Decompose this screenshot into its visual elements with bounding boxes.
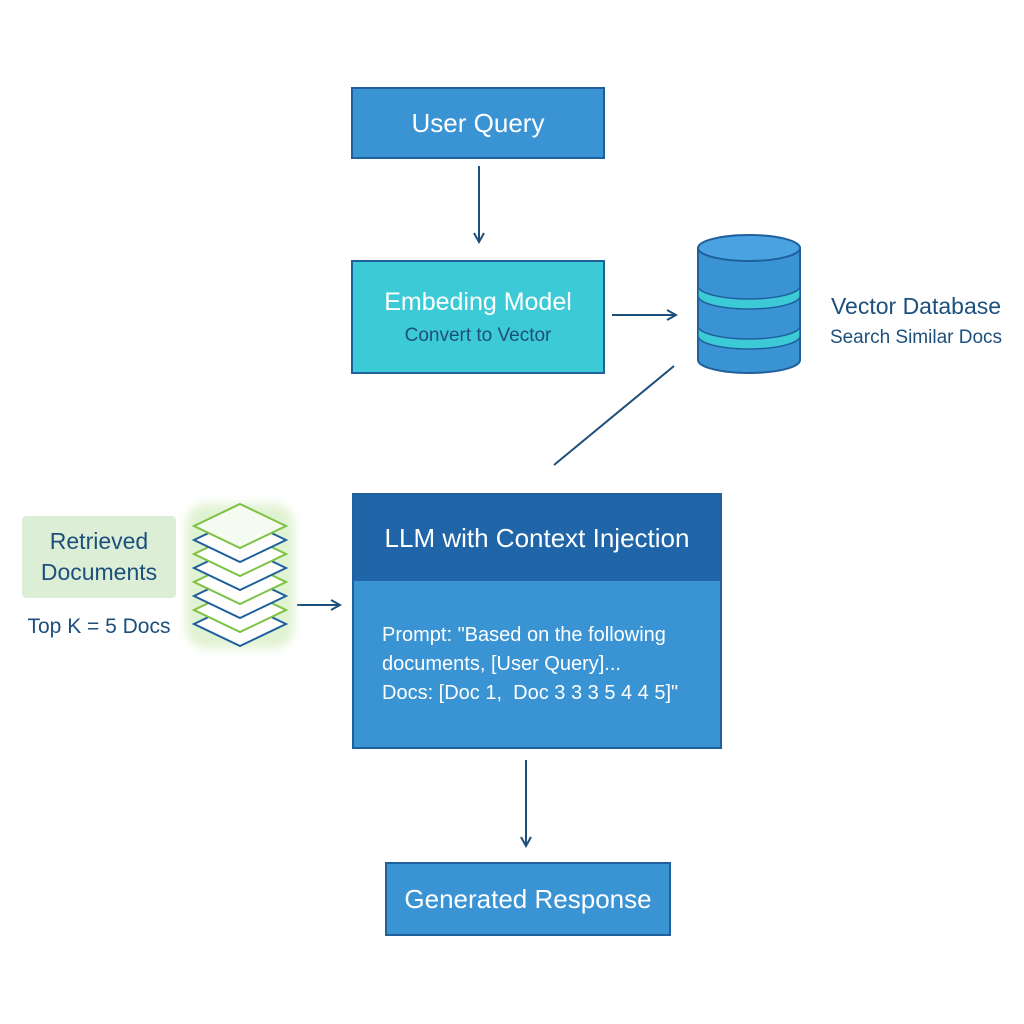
top-k-caption: Top K = 5 Docs: [27, 615, 171, 638]
prompt-line: Docs: [Doc 1, Doc 3 3 3 5 4 4 5]": [382, 682, 679, 704]
prompt-line: Prompt: "Based on the following: [382, 624, 666, 646]
document-stack-icon: [186, 502, 294, 648]
vector-database-subtitle: Search Similar Docs: [829, 327, 1003, 348]
llm-node: LLM with Context Injection Prompt: "Base…: [352, 493, 722, 749]
line-database-to-llm: [553, 365, 675, 466]
user-query-node: User Query: [351, 87, 605, 159]
prompt-line: documents, [User Query]...: [382, 653, 621, 675]
generated-response-label: Generated Response: [404, 883, 652, 914]
document-layer: [191, 502, 289, 550]
embedding-model-title: Embeding Model: [384, 287, 572, 316]
user-query-label: User Query: [411, 107, 545, 138]
llm-title: LLM with Context Injection: [354, 495, 720, 581]
embedding-model-node: Embeding Model Convert to Vector: [351, 260, 605, 374]
database-icon: [697, 234, 801, 374]
generated-response-node: Generated Response: [385, 862, 671, 936]
vector-database-title: Vector Database: [830, 293, 1002, 319]
retrieved-documents-label: Retrieved Documents: [22, 516, 176, 598]
llm-prompt: Prompt: "Based on the following document…: [354, 581, 720, 708]
document-layers: [191, 502, 289, 648]
embedding-model-subtitle: Convert to Vector: [404, 324, 552, 346]
